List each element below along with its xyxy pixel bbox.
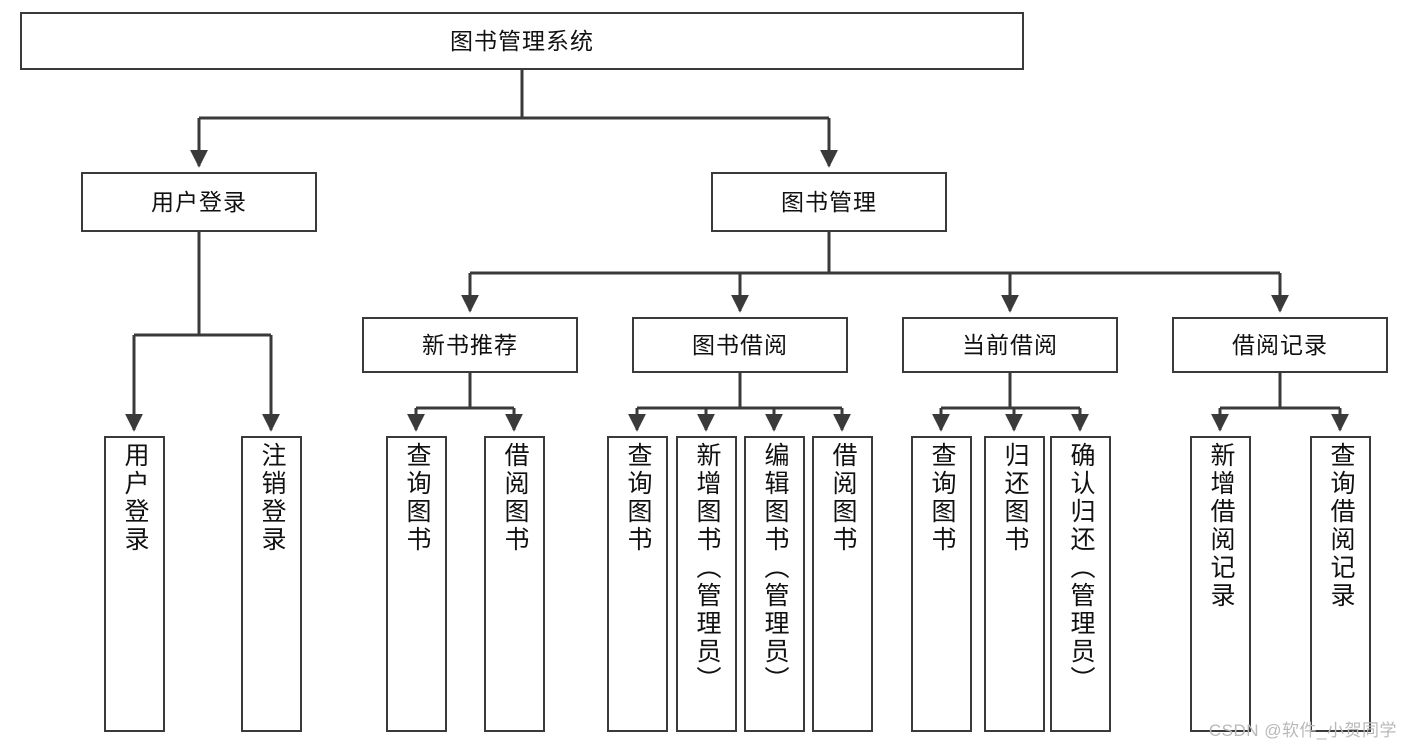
leaf-return-book[interactable]: 归还图书: [984, 436, 1045, 732]
leaf-borrow-book-recommend[interactable]: 借阅图书: [484, 436, 545, 732]
node-user-login[interactable]: 用户登录: [81, 172, 317, 232]
node-root-label: 图书管理系统: [450, 27, 594, 54]
node-book-borrow-label: 图书借阅: [692, 331, 788, 358]
leaf-add-borrow-record[interactable]: 新增借阅记录: [1190, 436, 1251, 732]
leaf-borrow-book-label: 借阅图书: [829, 442, 857, 554]
leaf-query-book-recommend[interactable]: 查询图书: [386, 436, 447, 732]
leaf-edit-book-admin[interactable]: 编辑图书（管理员）: [744, 436, 805, 732]
leaf-query-book-recommend-label: 查询图书: [403, 442, 431, 554]
leaf-query-book[interactable]: 查询图书: [607, 436, 668, 732]
leaf-query-borrow-record-label: 查询借阅记录: [1327, 442, 1355, 610]
node-book-management[interactable]: 图书管理: [711, 172, 947, 232]
node-book-management-label: 图书管理: [781, 188, 877, 215]
csdn-watermark: CSDN @软件_小贺同学: [1208, 721, 1397, 740]
leaf-confirm-return-admin[interactable]: 确认归还（管理员）: [1050, 436, 1111, 732]
leaf-borrow-book[interactable]: 借阅图书: [812, 436, 873, 732]
node-new-book-recommend[interactable]: 新书推荐: [362, 317, 578, 373]
node-user-login-label: 用户登录: [151, 188, 247, 215]
node-book-borrow[interactable]: 图书借阅: [632, 317, 848, 373]
leaf-query-borrow-record[interactable]: 查询借阅记录: [1310, 436, 1371, 732]
node-current-borrow[interactable]: 当前借阅: [902, 317, 1118, 373]
node-new-book-recommend-label: 新书推荐: [422, 331, 518, 358]
leaf-user-login-label: 用户登录: [121, 442, 149, 554]
leaf-user-login[interactable]: 用户登录: [104, 436, 165, 732]
leaf-add-borrow-record-label: 新增借阅记录: [1207, 442, 1235, 610]
leaf-logout-label: 注销登录: [258, 442, 286, 554]
leaf-add-book-admin-label: 新增图书（管理员）: [693, 442, 721, 694]
leaf-borrow-book-recommend-label: 借阅图书: [501, 442, 529, 554]
leaf-confirm-return-admin-label: 确认归还（管理员）: [1067, 442, 1095, 694]
leaf-return-book-label: 归还图书: [1001, 442, 1029, 554]
leaf-add-book-admin[interactable]: 新增图书（管理员）: [676, 436, 737, 732]
leaf-query-book-current[interactable]: 查询图书: [911, 436, 972, 732]
leaf-edit-book-admin-label: 编辑图书（管理员）: [761, 442, 789, 694]
leaf-query-book-label: 查询图书: [624, 442, 652, 554]
node-borrow-record[interactable]: 借阅记录: [1172, 317, 1388, 373]
node-root[interactable]: 图书管理系统: [20, 12, 1024, 70]
node-borrow-record-label: 借阅记录: [1232, 331, 1328, 358]
leaf-logout[interactable]: 注销登录: [241, 436, 302, 732]
node-current-borrow-label: 当前借阅: [962, 331, 1058, 358]
leaf-query-book-current-label: 查询图书: [928, 442, 956, 554]
